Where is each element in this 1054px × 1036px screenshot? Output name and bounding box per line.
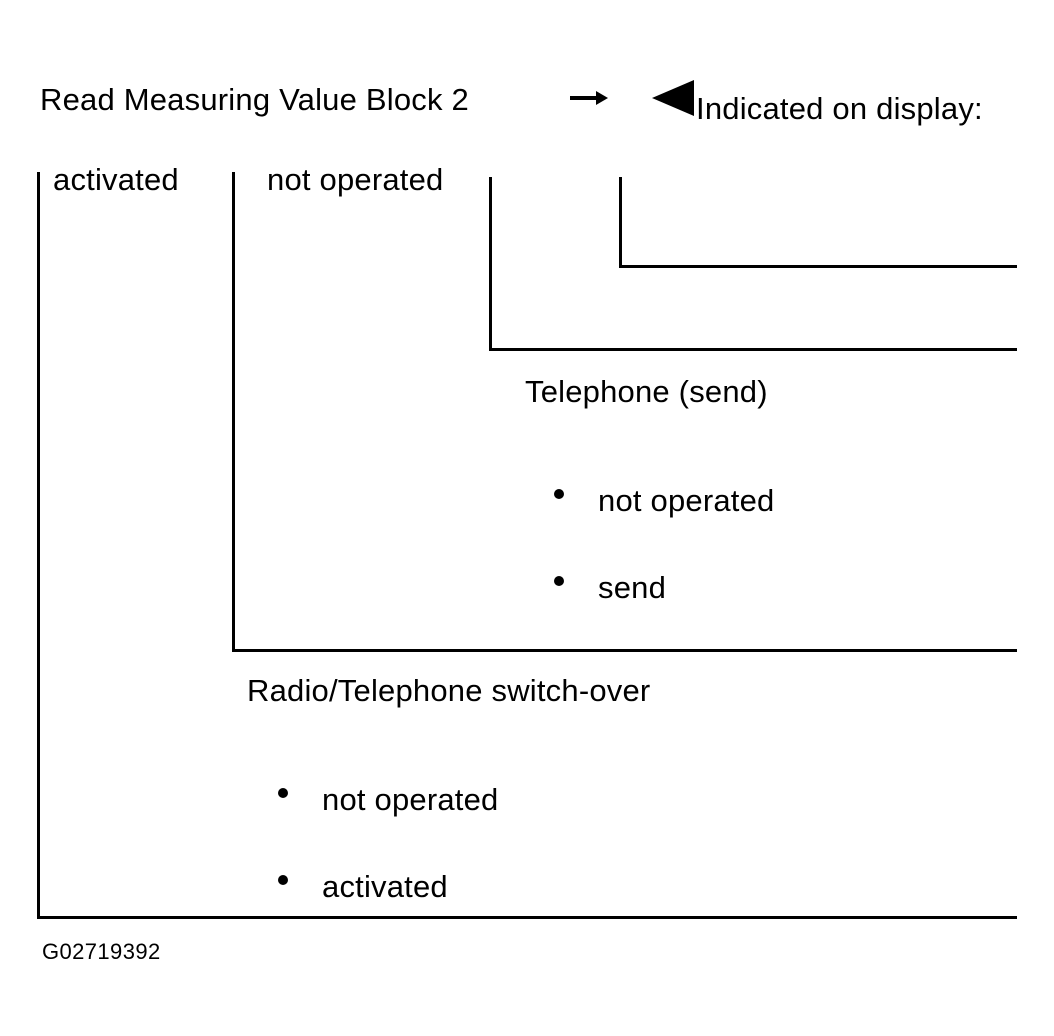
triangle-pointer-icon — [652, 80, 694, 116]
bracket-field-2-vertical — [232, 172, 235, 652]
bracket-field-1-horizontal — [37, 916, 1017, 919]
radio-telephone-switch-option-2: activated — [322, 869, 448, 904]
bullet-icon — [278, 788, 288, 798]
bullet-icon — [278, 875, 288, 885]
telephone-send-option-1: not operated — [598, 483, 775, 518]
bracket-field-4-horizontal — [619, 265, 1017, 268]
bullet-icon — [554, 576, 564, 586]
right-arrow-icon — [570, 91, 608, 105]
display-field-1-value: activated — [53, 162, 179, 197]
bracket-field-3-horizontal — [489, 348, 1017, 351]
radio-telephone-switch-option-1: not operated — [322, 782, 499, 817]
bracket-field-3-vertical — [489, 177, 492, 351]
bullet-icon — [554, 489, 564, 499]
radio-telephone-switch-title: Radio/Telephone switch-over — [247, 673, 651, 708]
display-field-2-value: not operated — [267, 162, 444, 197]
telephone-send-option-2: send — [598, 570, 667, 605]
figure-id: G02719392 — [42, 939, 161, 964]
bracket-field-4-vertical — [619, 177, 622, 268]
display-label: Indicated on display: — [696, 91, 983, 126]
telephone-send-title: Telephone (send) — [525, 374, 768, 409]
bracket-field-2-horizontal — [232, 649, 1017, 652]
bracket-field-1-vertical — [37, 172, 40, 919]
measuring-block-instruction: Read Measuring Value Block 2 — [40, 82, 469, 117]
